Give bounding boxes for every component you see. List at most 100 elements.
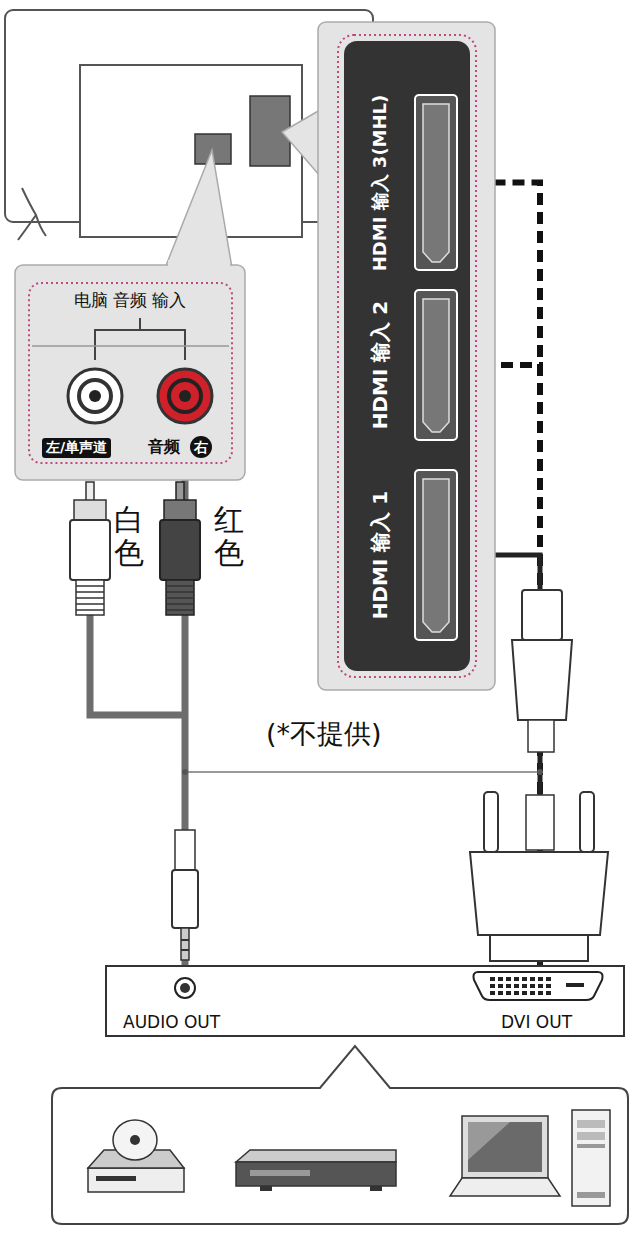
port-label: HDMI 输入 3(MHL): [368, 94, 392, 271]
rca-cable: [70, 482, 554, 866]
not-supplied-line: [537, 769, 543, 775]
laptop-icon: [468, 1122, 542, 1172]
panel-label: AUDIO OUT: [123, 1012, 220, 1032]
set-top-box-icon: [236, 1162, 396, 1186]
hdmi-port: [415, 470, 457, 640]
device-ports: [546, 984, 551, 988]
laptop-icon: [450, 1178, 560, 1196]
device-ports: [490, 977, 495, 981]
hdmi-plug: [522, 590, 562, 640]
device-ports: [490, 977, 584, 995]
rca-cable: [86, 482, 94, 502]
device-ports: [506, 984, 511, 988]
rca-cable: [76, 585, 104, 587]
hdmi-port: [415, 290, 457, 440]
audio-callout-panel: [32, 345, 229, 347]
device-ports: [530, 984, 535, 988]
set-top-box-icon: [260, 1186, 272, 1191]
rca-cable: [164, 500, 196, 520]
audio-callout-panel: [169, 380, 201, 412]
rca-cable: [166, 609, 194, 611]
hdmi-callout-panel: [326, 112, 332, 174]
device-ports: [506, 991, 511, 995]
pc-tower-icon: [577, 1132, 605, 1140]
hdmi-input-port: HDMI 输入 1: [350, 460, 468, 650]
hdmi-input-port: HDMI 输入 3(MHL): [350, 85, 468, 280]
panel-label: DVI OUT: [501, 1012, 572, 1032]
device-ports: [490, 984, 495, 988]
dvi-plug: [580, 792, 594, 852]
pc-tower-icon: [577, 1144, 605, 1148]
jack-label: 右: [190, 436, 212, 458]
jack-label: 左/单声道: [42, 438, 111, 458]
device-ports: [180, 983, 190, 993]
laptop-icon: [462, 1116, 548, 1178]
rca-cable: [76, 591, 104, 593]
device-ports: [538, 991, 543, 995]
dvi-plug: [470, 792, 608, 961]
rca-cable: [76, 586, 554, 866]
audio-callout-panel: [89, 390, 101, 402]
hdmi-port: [415, 95, 457, 640]
cable-color-label: 白色: [114, 503, 144, 569]
hdmi-callout-panel: [344, 41, 470, 671]
device-ports: [522, 991, 527, 995]
dvi-plug: [526, 795, 554, 850]
rca-cable: [76, 580, 104, 615]
device-ports: [530, 991, 535, 995]
device-ports: [175, 978, 195, 998]
dvd-player-icon: [96, 1176, 136, 1181]
mini-jack-plug: [181, 949, 189, 951]
hdmi-plug: [528, 720, 554, 752]
device-callout: [52, 1046, 628, 1224]
device-callout: [52, 1046, 628, 1224]
not-supplied-line: [182, 769, 188, 775]
device-ports: [538, 984, 543, 988]
not-supplied-line: [182, 769, 543, 775]
hdmi-callout-panel: [338, 35, 476, 677]
dvd-player-icon: [88, 1168, 184, 1192]
device-ports: [546, 991, 551, 995]
set-top-box-icon: [250, 1170, 310, 1176]
cable-color-label: 红色: [214, 503, 244, 569]
pc-tower-icon: [577, 1120, 605, 1128]
not-supplied-line: [185, 771, 540, 773]
hdmi-plug: [512, 590, 572, 752]
rca-cable: [76, 597, 104, 599]
hdmi-port: [423, 104, 449, 262]
rca-cable: [166, 597, 194, 599]
laptop-icon: [450, 1116, 560, 1196]
rca-cable: [166, 591, 194, 593]
audio-callout-panel: [15, 150, 245, 480]
dvi-plug: [470, 852, 608, 935]
laptop-icon: [468, 1122, 510, 1160]
tv-outline: [18, 188, 46, 240]
mini-jack-plug: [181, 928, 189, 960]
mini-jack-plug: [175, 830, 195, 870]
audio-callout-panel: [165, 150, 232, 268]
rca-cable: [160, 520, 200, 580]
hdmi-callout-panel: [282, 22, 495, 690]
device-ports: [506, 977, 511, 981]
audio-callout-panel: [95, 318, 185, 360]
set-top-box-icon: [236, 1150, 396, 1162]
set-top-box-icon: [370, 1186, 382, 1191]
rca-cable: [166, 603, 194, 605]
dvd-player-icon: [130, 1135, 140, 1145]
port-label: HDMI 输入 1: [367, 491, 394, 620]
mini-jack-plug: [172, 830, 198, 960]
audio-callout-panel: [79, 380, 111, 412]
hdmi-port: [423, 479, 449, 632]
dvi-plug: [490, 935, 588, 961]
pc-tower-icon: [572, 1110, 610, 1206]
dvi-plug: [484, 792, 498, 852]
pc-tower-icon: [572, 1110, 610, 1206]
device-ports: [490, 991, 495, 995]
rca-cable: [166, 585, 194, 587]
pc-tower-icon: [577, 1192, 605, 1198]
dvd-player-icon: [113, 1120, 157, 1160]
device-ports: [514, 991, 519, 995]
hdmi-input-port: HDMI 输入 2: [350, 285, 468, 445]
